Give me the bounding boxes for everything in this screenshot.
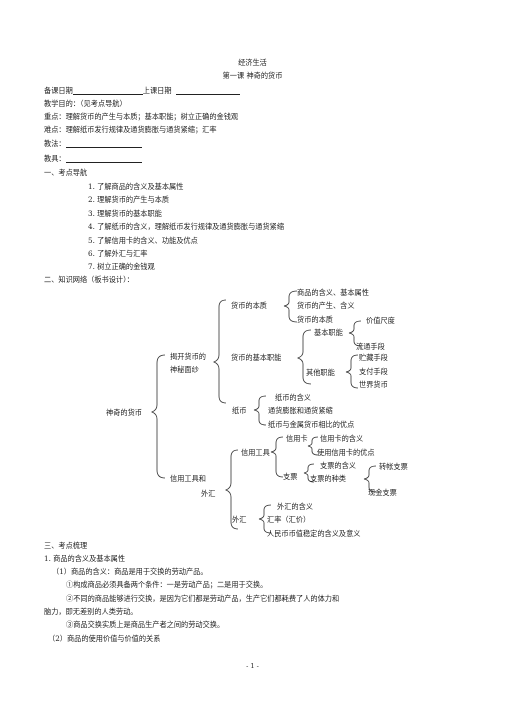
paper-item: 通货膨胀和通货紧缩 (268, 406, 333, 415)
brace-forex (258, 504, 272, 534)
brace-cheque (303, 463, 315, 483)
essence-item: 货币的本质 (297, 315, 333, 324)
forex-item: 人民币币值稳定的含义及意义 (267, 529, 361, 538)
method-line: 教法： (44, 139, 142, 148)
cheque-item: 支票的含义 (320, 461, 356, 470)
brace-branch-b (224, 449, 239, 530)
card-item: 信用卡的含义 (320, 434, 364, 443)
basic-item: 价值尺度 (366, 316, 395, 325)
cheque-type: 转帐支票 (379, 462, 408, 471)
cheque-type: 现金支票 (368, 488, 397, 497)
branch-a-line1: 揭开货币的 (170, 352, 206, 361)
nav-item: 2. 理解货币的产生与本质 (88, 195, 170, 204)
paragraph: ③商品交换实质上是商品生产者之间的劳动交换。 (66, 620, 225, 629)
essence-item: 货币的产生、含义 (297, 301, 355, 310)
prep-date-blank (72, 86, 143, 95)
cheque-node: 支票 (283, 472, 298, 481)
brace-essence (283, 290, 298, 323)
section1-heading: 一、考点导航 (44, 168, 88, 177)
paragraph: ①构成商品必须具备两个条件：一是劳动产品；二是用于交换。 (66, 580, 268, 589)
root-node: 神奇的货币 (106, 408, 142, 417)
brace-functions (296, 329, 312, 385)
class-date-label: 上课日期 (142, 86, 172, 95)
brace-basic (348, 320, 362, 347)
paper-item: 纸币的含义 (275, 393, 311, 402)
paragraph: （2）商品的使用价值与价值的关系 (48, 634, 161, 643)
cheque-item: 支票的种类 (310, 474, 346, 483)
forex-item: 汇率（汇价） (267, 515, 311, 524)
page-number: - 1 - (246, 662, 259, 670)
paragraph: 脑力，即无差别的人类劳动。 (44, 607, 138, 616)
date-line: 备课日期 上课日期 (44, 86, 240, 95)
brace-root (150, 354, 166, 479)
paragraph: （1）商品的含义：商品是用于交换的劳动产品。 (52, 567, 208, 576)
functions-node: 货币的基本职能 (231, 353, 282, 362)
branch-b-line2: 外汇 (201, 489, 216, 498)
brace-credit (270, 436, 284, 478)
essence-item: 商品的含义、基本属性 (297, 288, 369, 297)
brace-branch-a (212, 299, 227, 404)
other-item: 贮藏手段 (359, 353, 388, 362)
credit-card-node: 信用卡 (286, 434, 308, 443)
branch-b-line1: 信用工具和 (170, 474, 206, 483)
section3-heading: 三、考点梳理 (44, 541, 88, 550)
brace-other (345, 354, 359, 389)
page-title: 经济生活 (238, 58, 267, 67)
nav-item: 5. 了解信用卡的含义、功能及优点 (88, 236, 198, 245)
nav-item: 6. 了解外汇与汇率 (88, 249, 148, 258)
prep-date-label: 备课日期 (44, 86, 73, 95)
section2-heading: 二、知识网络（板书设计）： (44, 275, 134, 284)
basic-item: 流通手段 (356, 342, 385, 351)
credit-tools-node: 信用工具 (241, 448, 270, 457)
forex-item: 外汇的含义 (277, 502, 313, 511)
section3-subheading: 1. 商品的含义及基本属性 (44, 554, 126, 563)
method-blank (65, 139, 142, 148)
method-label: 教法： (44, 139, 66, 148)
paper-node: 纸币 (232, 406, 247, 415)
difficulties: 难点：理解纸币发行规律及通货膨胀与通货紧缩；汇率 (44, 125, 217, 134)
tools-blank (65, 154, 142, 163)
basic-functions-node: 基本职能 (314, 328, 343, 337)
other-functions-node: 其他职能 (306, 368, 335, 377)
forex-node: 外汇 (232, 515, 247, 524)
paper-item: 纸币与金属货币相比的优点 (268, 420, 355, 429)
other-item: 世界货币 (359, 380, 388, 389)
nav-item: 3. 理解货币的基本职能 (88, 209, 162, 218)
other-item: 支付手段 (359, 367, 388, 376)
brace-paper (253, 395, 267, 426)
brace-cheque-types (363, 465, 377, 493)
tools-label: 教具： (44, 154, 66, 163)
teaching-goal: 教学目的：（见考点导航） (44, 99, 127, 108)
nav-item: 7. 树立正确的金钱观 (88, 262, 155, 271)
essence-node: 货币的本质 (231, 301, 267, 310)
paragraph: ②不同的商品能够进行交换，是因为它们都是劳动产品，生产它们都耗费了人的体力和 (66, 594, 340, 603)
lesson-title: 第一课 神奇的货币 (222, 71, 283, 80)
nav-item: 1. 了解商品的含义及基本属性 (88, 182, 184, 191)
key-points: 重点：理解货币的产生与本质；基本职能；树立正确的金钱观 (44, 112, 239, 121)
nav-item: 4. 了解纸币的含义，理解纸币发行规律及通货膨胀与通货紧缩 (88, 222, 285, 231)
card-item: 使用信用卡的优点 (317, 448, 375, 457)
branch-a-line2: 神秘面纱 (170, 365, 199, 374)
brace-card (307, 436, 319, 456)
class-date-blank (175, 86, 240, 95)
tools-line: 教具： (44, 154, 142, 163)
